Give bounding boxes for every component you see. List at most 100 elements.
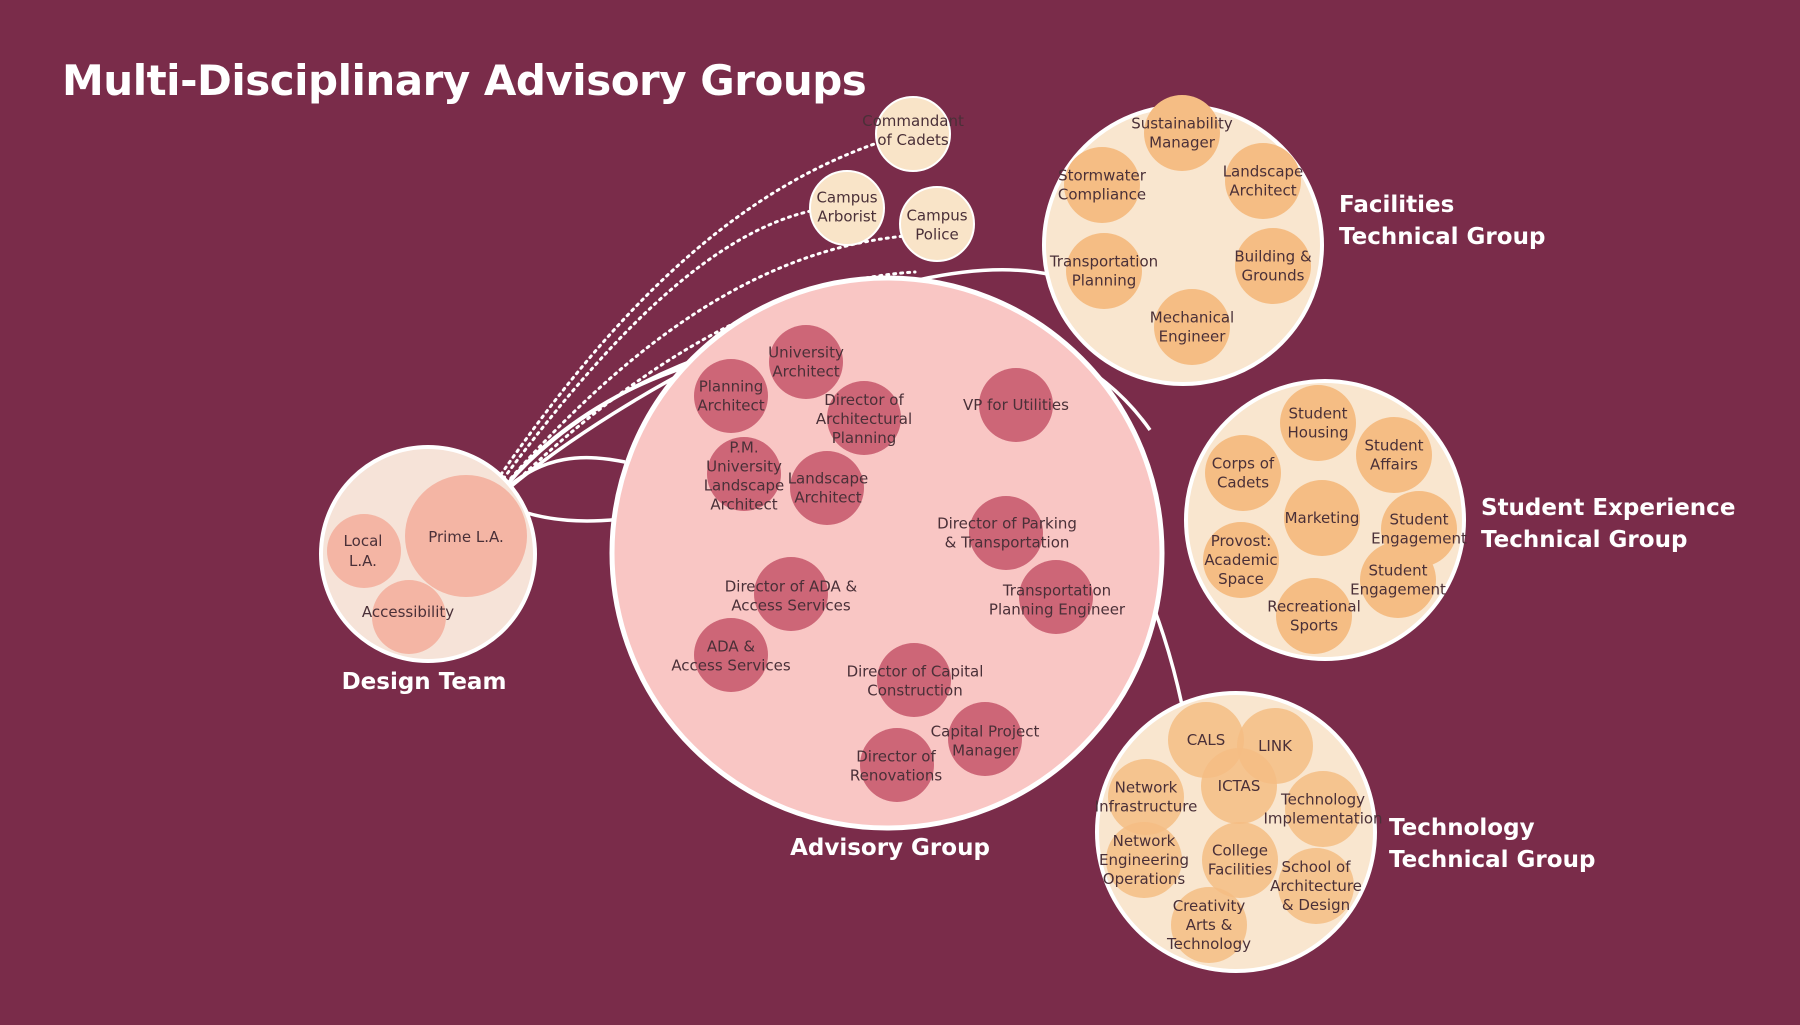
node-label-line: & Design [1282, 896, 1350, 914]
node-label-line: Access Services [731, 597, 851, 615]
node-label-line: of Cadets [877, 131, 949, 149]
student-group-label-line: Technical Group [1481, 527, 1687, 553]
node-label-line: Prime L.A. [428, 528, 504, 546]
node-label-line: Network [1113, 832, 1176, 850]
member-director-capital-construction [877, 643, 951, 717]
label-building-grounds: Building &Grounds [1234, 248, 1312, 285]
node-label-line: Technology [1280, 791, 1365, 809]
member-director-ada-access [754, 557, 828, 631]
member-transportation-planning-engineer [1019, 560, 1093, 634]
node-label-line: Renovations [850, 767, 942, 785]
node-label-line: Director of Parking [937, 515, 1077, 533]
node-label-line: ADA & [707, 638, 756, 656]
connector-police [495, 234, 907, 496]
connector-commandant [491, 140, 882, 488]
design-team-label-line: Design Team [342, 669, 507, 695]
node-label-line: Architect [794, 489, 861, 507]
node-label-line: Manager [1149, 134, 1216, 152]
label-prime-la: Prime L.A. [428, 528, 504, 546]
node-label-line: Architect [710, 496, 777, 514]
label-director-parking-transportation: Director of Parking& Transportation [937, 515, 1077, 552]
label-ada-access-services: ADA &Access Services [671, 638, 791, 675]
node-label-line: CALS [1187, 731, 1226, 749]
node-label-line: Technology [1166, 935, 1251, 953]
node-label-line: Engineering [1099, 851, 1189, 869]
node-label-line: Implementation [1263, 810, 1382, 828]
node-label-line: Landscape [788, 470, 869, 488]
node-label-line: Engineer [1159, 328, 1227, 346]
member-provost-academic-space [1203, 522, 1279, 598]
node-label-line: Student [1368, 562, 1427, 580]
connector-arborist [493, 208, 817, 492]
node-label-line: Engagement [1350, 581, 1446, 599]
node-label-line: Police [915, 226, 959, 244]
node-label-line: Architectural [816, 410, 912, 428]
node-label-line: Academic [1204, 551, 1277, 569]
node-label-line: Director of ADA & [725, 578, 858, 596]
node-label-line: Creativity [1173, 897, 1246, 915]
node-label-line: University [706, 458, 782, 476]
node-label-line: Architect [1229, 182, 1296, 200]
node-label-line: Student [1364, 437, 1423, 455]
member-commandant-of-cadets [875, 96, 951, 172]
node-label-line: Housing [1288, 424, 1349, 442]
node-label-line: Capital Project [931, 723, 1040, 741]
node-label-line: Facilities [1208, 861, 1272, 879]
advisory-group-label-line: Advisory Group [790, 835, 990, 861]
node-label-line: Commandant [862, 112, 964, 130]
node-label-line: Planning Engineer [989, 601, 1126, 619]
node-label-line: Campus [816, 189, 877, 207]
node-label-line: Director of [824, 391, 904, 409]
node-label-line: Building & [1234, 248, 1312, 266]
page-title: Multi-Disciplinary Advisory Groups [62, 56, 867, 105]
member-technology-implementation [1285, 771, 1361, 847]
node-label-line: School of [1281, 858, 1351, 876]
node-label-line: Student [1389, 511, 1448, 529]
member-marketing [1284, 480, 1360, 556]
node-label-line: Compliance [1058, 186, 1146, 204]
member-vp-utilities [979, 368, 1053, 442]
label-marketing: Marketing [1285, 509, 1360, 527]
member-corps-of-cadets [1205, 435, 1281, 511]
node-label-line: VP for Utilities [963, 396, 1069, 414]
member-accessibility [372, 580, 446, 654]
label-cals: CALS [1187, 731, 1226, 749]
node-label-line: Manager [952, 742, 1019, 760]
node-label-line: Student [1288, 405, 1347, 423]
label-accessibility: Accessibility [362, 603, 454, 621]
node-label-line: Campus [906, 207, 967, 225]
member-creativity-arts-technology [1171, 887, 1247, 963]
node-label-line: L.A. [349, 552, 377, 570]
member-stormwater-compliance [1064, 147, 1140, 223]
node-label-line: Architect [772, 363, 839, 381]
advisory-group-label: Advisory Group [790, 835, 990, 861]
node-label-line: Grounds [1242, 267, 1305, 285]
node-label-line: Sustainability [1131, 115, 1233, 133]
node-label-line: LINK [1258, 737, 1293, 755]
node-label-line: Affairs [1370, 456, 1418, 474]
label-ictas: ICTAS [1218, 777, 1261, 795]
node-label-line: Network [1115, 779, 1178, 797]
node-label-line: Space [1218, 570, 1264, 588]
member-mechanical-engineer [1154, 289, 1230, 365]
member-student-engagement-2 [1360, 542, 1436, 618]
node-label-line: Transportation [1049, 253, 1158, 271]
